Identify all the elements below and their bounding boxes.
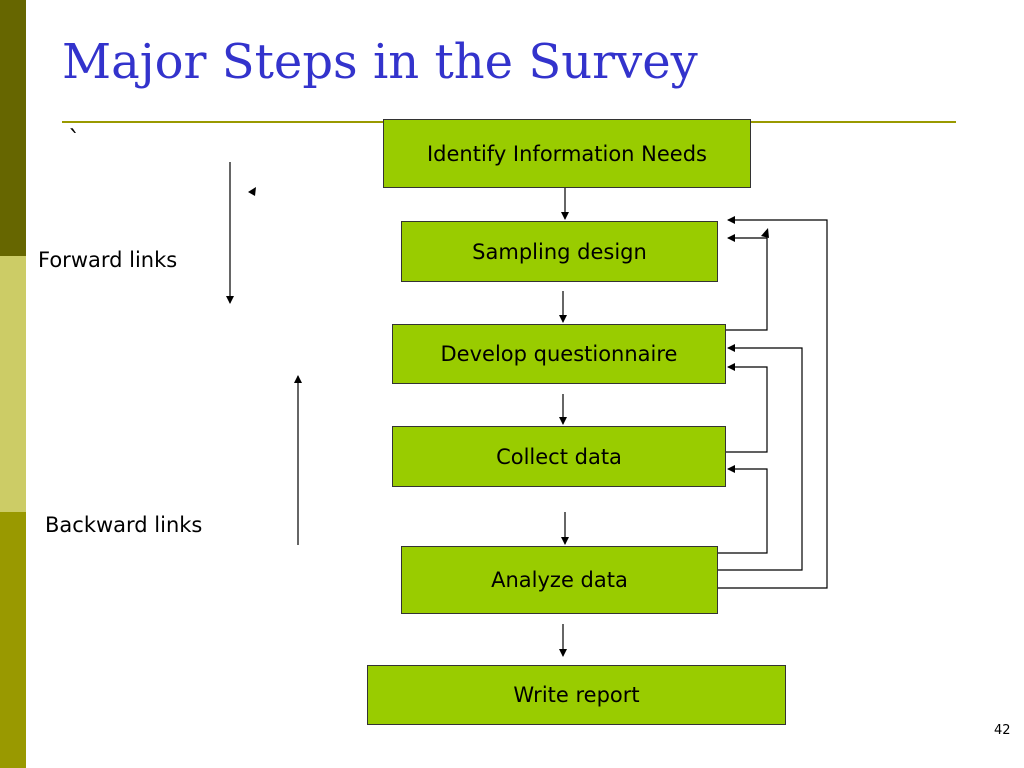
side-bar-bottom [0,512,26,768]
step-sampling-design: Sampling design [401,221,718,282]
step-analyze-data: Analyze data [401,546,718,614]
page-number: 42 [994,723,1011,738]
feedback-analyze-to-collect [718,465,768,554]
stray-mark: ` [68,126,81,156]
side-bar-top [0,0,26,256]
stray-arrowhead-left [248,187,256,196]
stray-arrowhead-right [761,228,769,238]
slide-title: Major Steps in the Survey [62,34,698,90]
feedback-analyze-to-sampling [718,216,828,589]
step-identify-information-needs: Identify Information Needs [383,119,751,188]
backward-links-label: Backward links [45,513,203,537]
step-collect-data: Collect data [392,426,726,487]
step-write-report: Write report [367,665,786,725]
side-bar-middle [0,256,26,512]
feedback-questionnaire-to-sampling [726,234,768,331]
forward-links-label: Forward links [38,248,178,272]
feedback-analyze-to-questionnaire [718,344,803,571]
step-develop-questionnaire: Develop questionnaire [392,324,726,384]
feedback-collect-to-questionnaire [726,363,768,453]
